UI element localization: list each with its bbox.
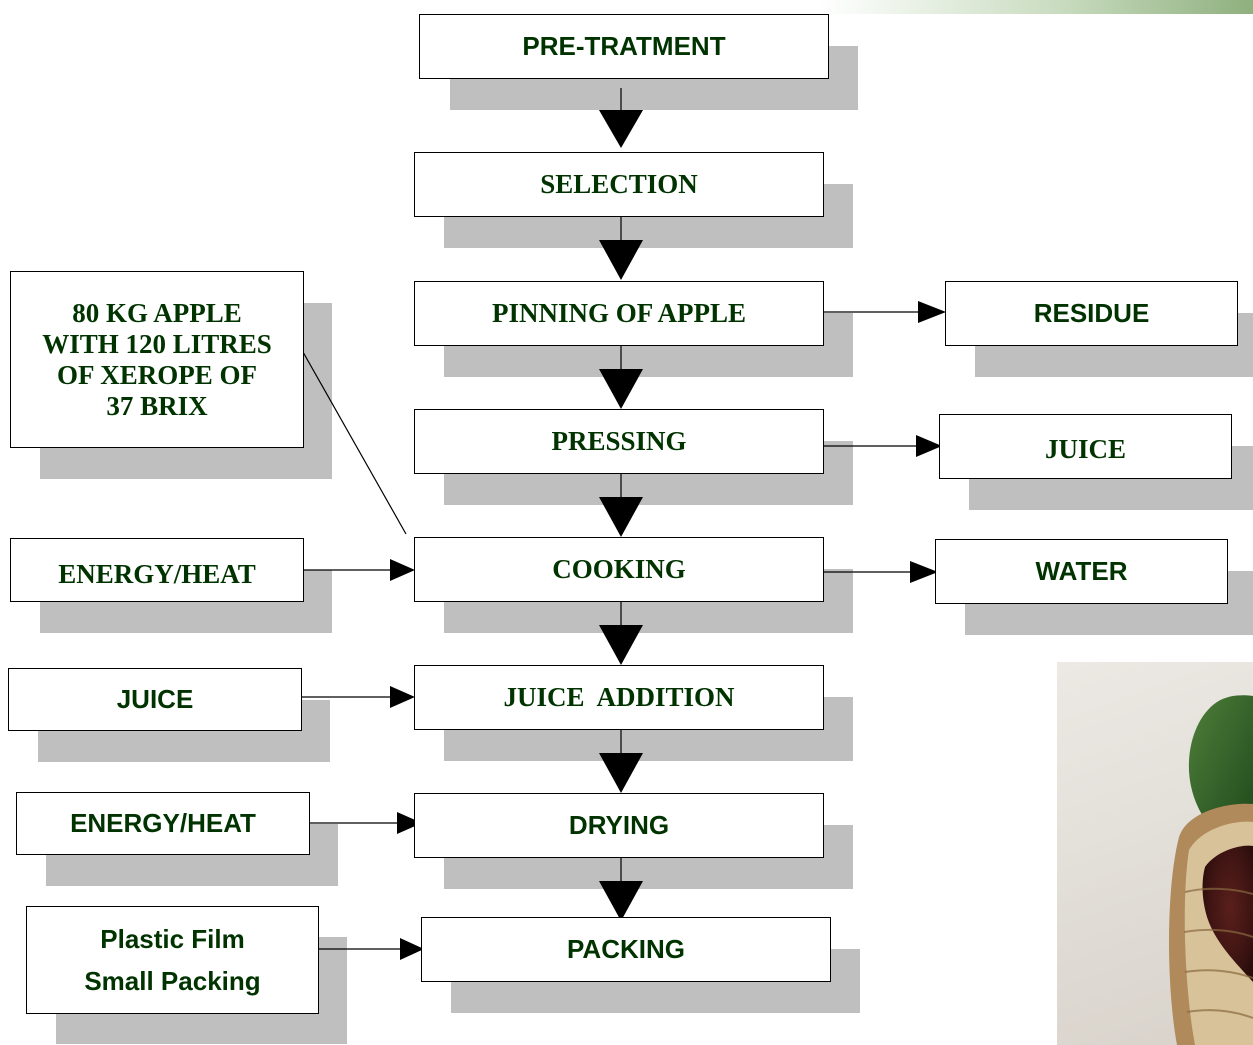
step-cooking-label: COOKING — [552, 554, 686, 584]
product-photo — [1057, 662, 1253, 1045]
step-pretreatment-label: PRE-TRATMENT — [522, 31, 726, 61]
step-pretreatment: PRE-TRATMENT — [419, 14, 829, 79]
input-packing-material-line-2: Small Packing — [84, 966, 261, 996]
output-juice: JUICE — [939, 414, 1232, 479]
output-residue-label: RESIDUE — [1033, 298, 1150, 328]
input-energy-cooking-label: ENERGY/HEAT — [58, 558, 256, 589]
step-selection: SELECTION — [414, 152, 824, 217]
step-pressing-label: PRESSING — [551, 426, 687, 456]
step-drying: DRYING — [414, 793, 824, 858]
step-juice-addition-label: JUICE ADDITION — [503, 682, 735, 712]
decorative-top-bar — [820, 0, 1253, 14]
input-apple-mix-line-3: OF XEROPE OF — [57, 359, 257, 390]
output-water: WATER — [935, 539, 1228, 604]
input-energy-drying-label: ENERGY/HEAT — [70, 808, 256, 838]
output-residue: RESIDUE — [945, 281, 1238, 346]
input-energy-drying: ENERGY/HEAT — [16, 792, 310, 855]
input-energy-cooking: ENERGY/HEAT — [10, 538, 304, 602]
input-packing-material-line-1: Plastic Film — [100, 924, 245, 954]
output-juice-label: JUICE — [1044, 434, 1126, 464]
input-apple-mix: 80 KG APPLE WITH 120 LITRES OF XEROPE OF… — [10, 271, 304, 448]
input-apple-mix-line-4: 37 BRIX — [106, 390, 208, 421]
input-packing-material: Plastic Film Small Packing — [26, 906, 319, 1014]
input-juice: JUICE — [8, 668, 302, 731]
input-juice-label: JUICE — [116, 684, 194, 714]
input-apple-mix-line-1: 80 KG APPLE — [72, 297, 242, 328]
step-pinning-label: PINNING OF APPLE — [491, 298, 746, 328]
output-water-label: WATER — [1035, 556, 1128, 586]
step-juice-addition: JUICE ADDITION — [414, 665, 824, 730]
step-pinning: PINNING OF APPLE — [414, 281, 824, 346]
step-selection-label: SELECTION — [540, 169, 698, 199]
step-cooking: COOKING — [414, 537, 824, 602]
step-drying-label: DRYING — [568, 810, 670, 840]
step-packing-label: PACKING — [567, 934, 685, 964]
input-apple-mix-line-2: WITH 120 LITRES — [42, 328, 272, 359]
step-packing: PACKING — [421, 917, 831, 982]
step-pressing: PRESSING — [414, 409, 824, 474]
apple-basket-illustration — [1169, 695, 1253, 1045]
